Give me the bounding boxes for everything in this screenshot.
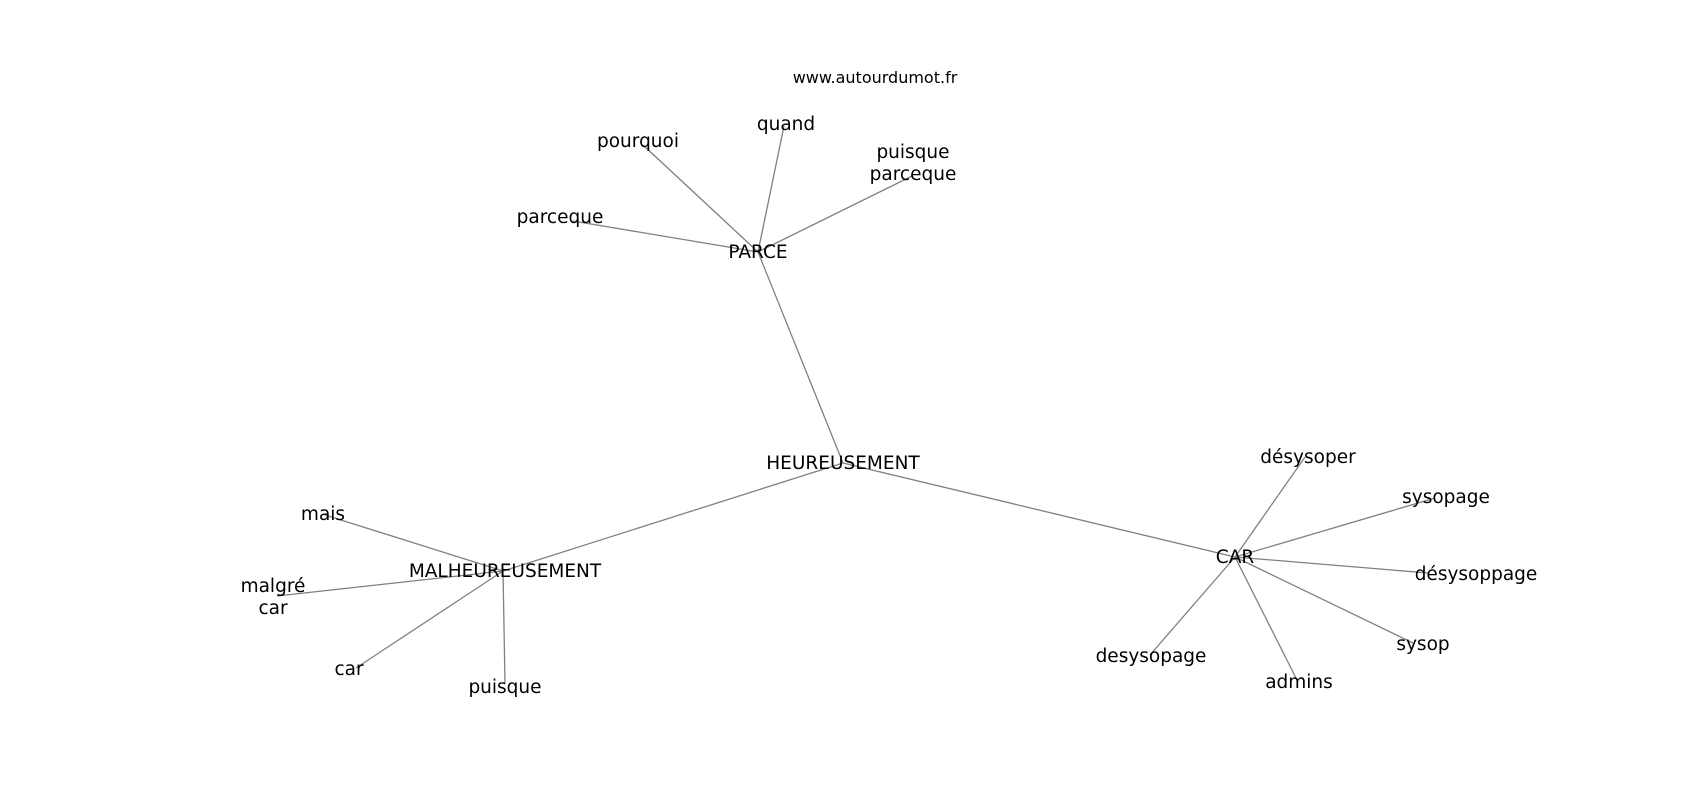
edge-parce-leaf — [642, 144, 759, 253]
label-line: car — [334, 659, 364, 680]
edge-car-leaf — [1234, 556, 1429, 574]
leaf-node-label: puisque — [468, 677, 541, 698]
leaf-node-label: car — [334, 659, 364, 680]
label-line: car — [258, 598, 288, 619]
label-line: admins — [1265, 672, 1333, 693]
edge-car-leaf — [1149, 556, 1236, 656]
label-line: quand — [757, 114, 815, 135]
hub-node-label: MALHEUREUSEMENT — [409, 561, 602, 582]
leaf-node-label: désysoper — [1260, 447, 1356, 468]
edge-malheureusement-leaf — [324, 514, 504, 572]
graph-edges — [276, 125, 1436, 684]
leaf-node-label: admins — [1265, 672, 1333, 693]
label-line: CAR — [1216, 547, 1255, 568]
edge-parce-leaf — [757, 125, 785, 253]
leaf-node-label: quand — [757, 114, 815, 135]
edge-parce-leaf — [757, 175, 913, 253]
hub-node-label: PARCE — [728, 242, 787, 263]
leaf-node-label: pourquoi — [597, 131, 679, 152]
label-line: désysoppage — [1415, 564, 1538, 585]
label-line: HEUREUSEMENT — [766, 453, 920, 474]
graph-labels: www.autourdumot.fr HEUREUSEMENT PARCE pour… — [241, 68, 1538, 698]
site-watermark: www.autourdumot.fr — [793, 68, 958, 87]
edge-center-to-parce — [757, 251, 844, 464]
label-line: PARCE — [728, 242, 787, 263]
edge-center-to-malheureusement — [502, 462, 844, 572]
label-line: parceque — [517, 207, 604, 228]
label-line: MALHEUREUSEMENT — [409, 561, 602, 582]
label-line: pourquoi — [597, 131, 679, 152]
label-line: désysoper — [1260, 447, 1356, 468]
edge-malheureusement-leaf — [276, 570, 504, 597]
edge-car-leaf — [1234, 456, 1306, 558]
label-line: parceque — [870, 164, 957, 185]
label-line: malgré — [241, 576, 306, 597]
edge-malheureusement-leaf — [502, 570, 506, 684]
center-node-label: HEUREUSEMENT — [766, 453, 920, 474]
label-line: sysop — [1396, 634, 1449, 655]
label-line: desysopage — [1096, 646, 1207, 667]
edge-malheureusement-leaf — [355, 570, 504, 669]
leaf-node-label: desysopage — [1096, 646, 1207, 667]
edge-car-leaf — [1234, 556, 1298, 681]
label-line: puisque — [468, 677, 541, 698]
leaf-node-label: parceque — [517, 207, 604, 228]
label-line: puisque — [876, 142, 949, 163]
leaf-node-label: mais — [301, 504, 345, 525]
edge-car-leaf — [1234, 556, 1414, 644]
label-line: mais — [301, 504, 345, 525]
leaf-node-label: sysopage — [1402, 487, 1490, 508]
hub-node-label: CAR — [1216, 547, 1255, 568]
edge-car-leaf — [1234, 497, 1436, 558]
edge-center-to-car — [842, 462, 1236, 558]
label-line: sysopage — [1402, 487, 1490, 508]
edge-parce-leaf — [572, 220, 759, 253]
leaf-node-label: sysop — [1396, 634, 1449, 655]
leaf-node-label: désysoppage — [1415, 564, 1538, 585]
